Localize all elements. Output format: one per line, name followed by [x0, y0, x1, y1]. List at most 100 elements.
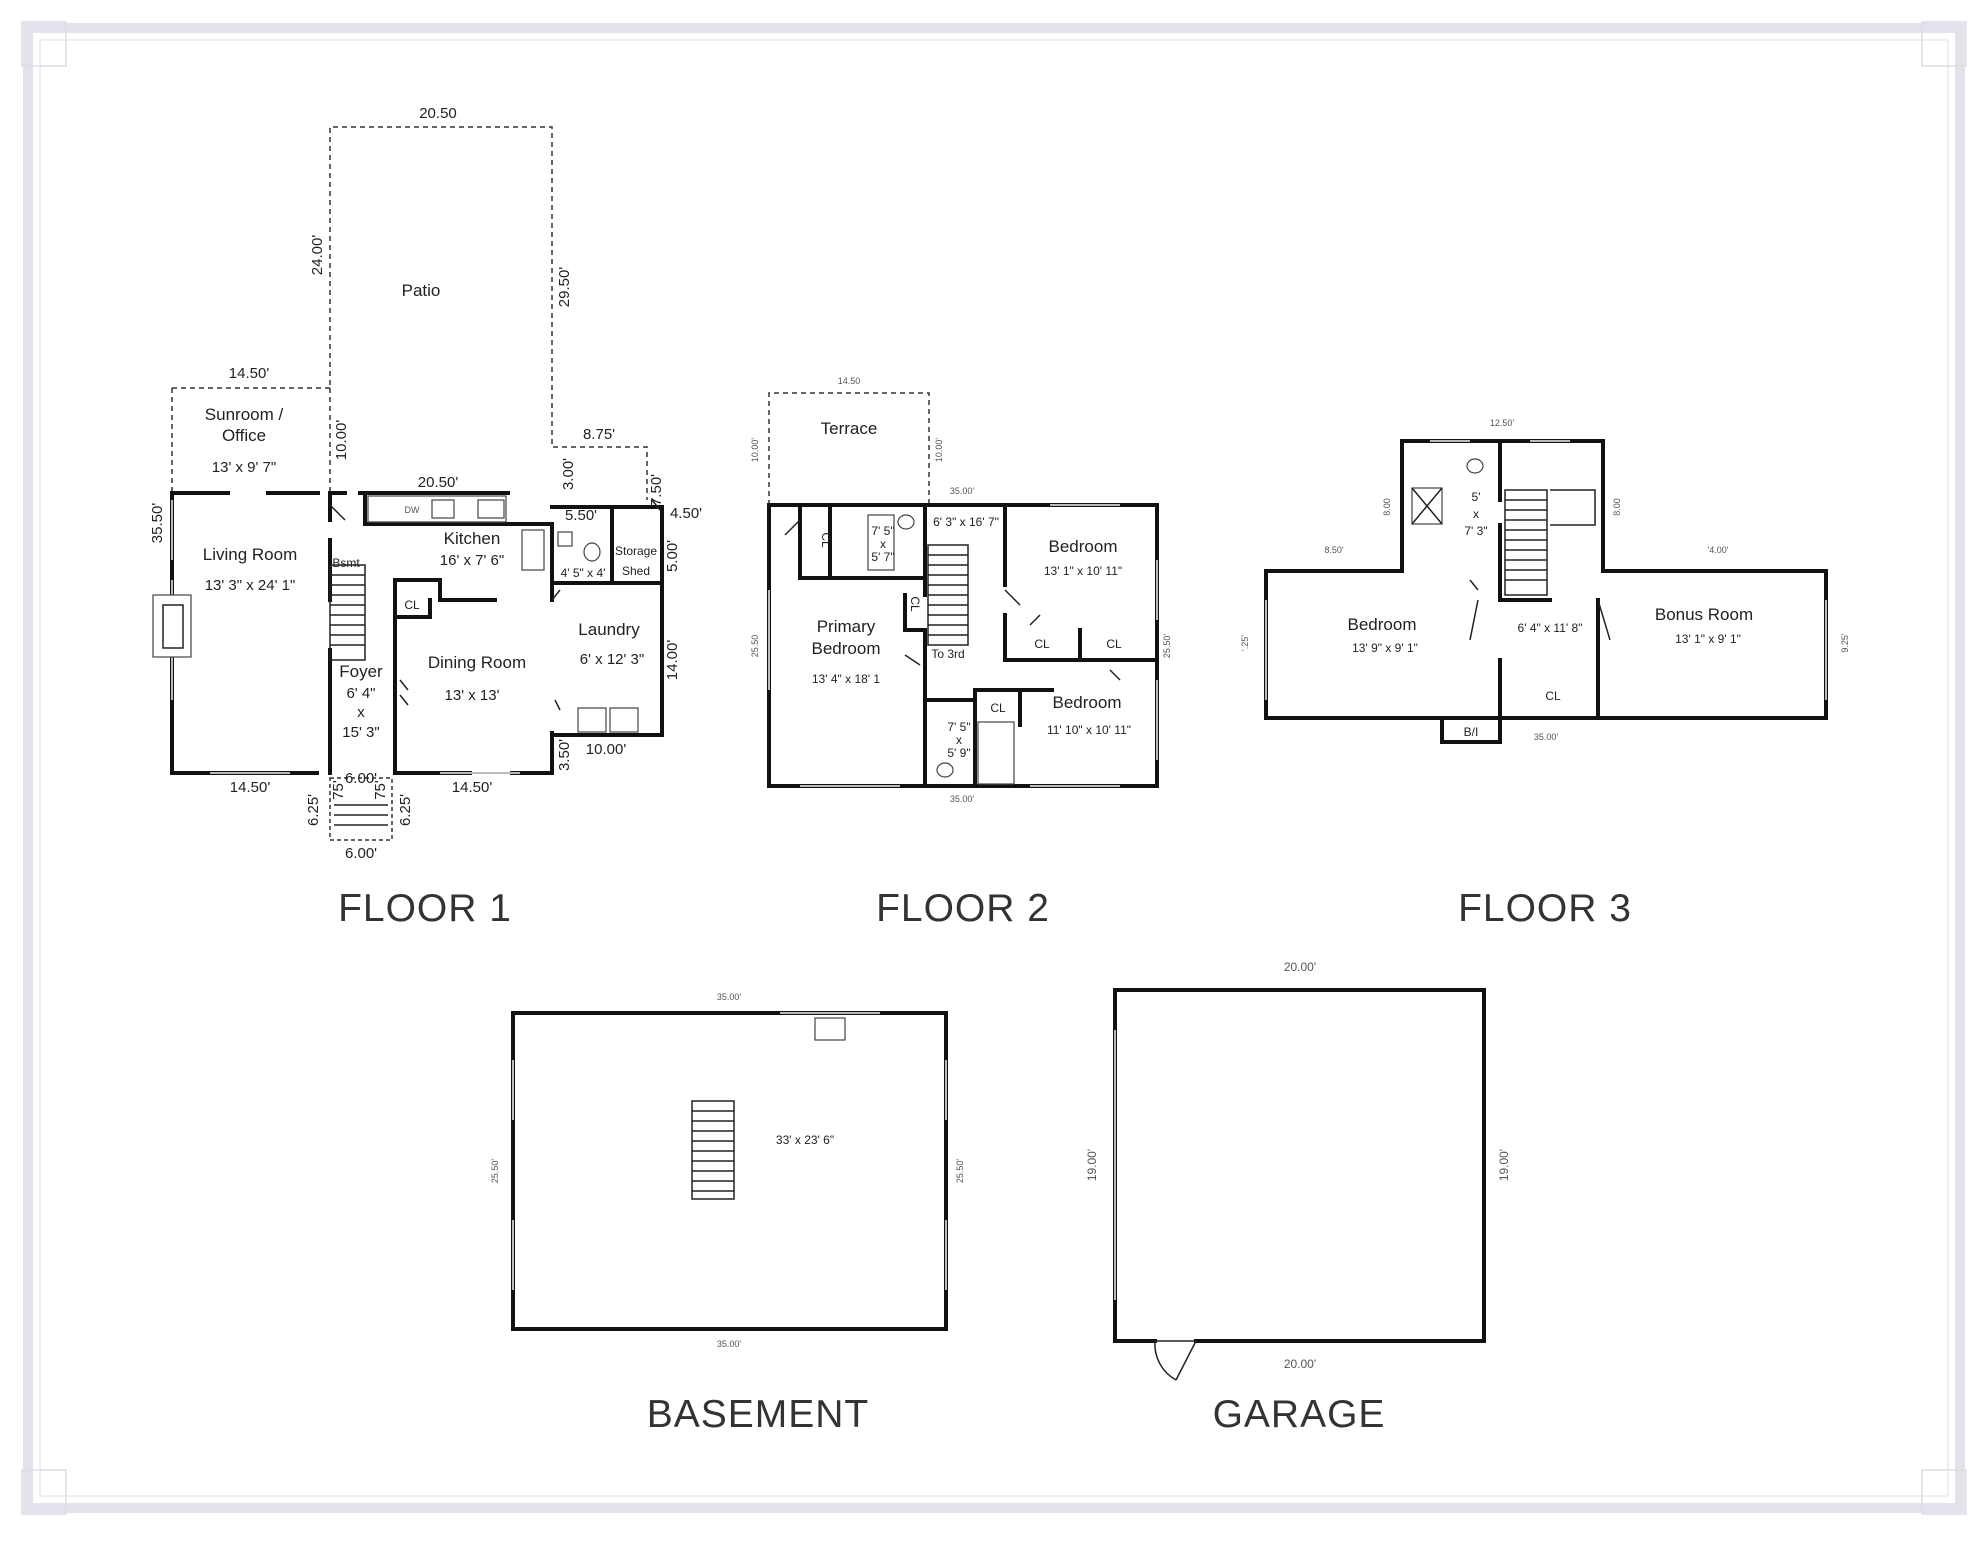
stoop-bottom-dim: 6.00' — [345, 845, 377, 862]
floor3-builtin-walls — [1440, 716, 1502, 744]
primary-bedroom-size: 13' 4" x 18' 1 — [812, 672, 881, 686]
floor2-closet-d-label: CL — [1106, 637, 1122, 651]
sunroom-label: Sunroom / — [205, 405, 284, 424]
floor3-right-wing-dim: '4.00' — [1708, 545, 1729, 555]
patio-left-dim: 24.00' — [309, 235, 326, 276]
floor3-bath-width: 5' — [1472, 490, 1481, 504]
laundry-offset-dim: 3.50' — [556, 739, 573, 771]
floor2-bath2-width: 7' 5" — [947, 720, 970, 734]
basement-title: BASEMENT — [647, 1393, 870, 1436]
basement-stairs — [691, 1100, 735, 1200]
garage-bottom-dim: 20.00' — [1284, 1357, 1316, 1371]
patio-width-dim: 20.50 — [419, 105, 457, 122]
floor2-closet-b-label: CL — [908, 596, 922, 612]
floor3-bedroom-label: Bedroom — [1348, 615, 1417, 634]
garage-left-dim: 19.00' — [1085, 1149, 1099, 1181]
floor2-bath1-walls — [798, 503, 927, 580]
to-third-floor-label: To 3rd — [931, 647, 964, 661]
floor-2-plan: Terrace CL 7' 5" x 5' 7" 6' 3" x 16' 7" … — [750, 376, 1172, 930]
garage-top-dim: 20.00' — [1284, 960, 1316, 974]
floor3-hall-size: 6' 4" x 11' 8" — [1518, 621, 1583, 635]
bath-sink — [557, 531, 573, 547]
floor2-hall-size: 6' 3" x 16' 7" — [933, 515, 999, 529]
closet-walls — [393, 578, 497, 619]
garage-plan: 20.00' 20.00' 19.00' 19.00' GARAGE — [1085, 960, 1511, 1436]
floor-3-title: FLOOR 3 — [1458, 887, 1632, 930]
floor-1-plan: Patio Sunroom / Office 13' x 9' 7" Livin… — [149, 105, 702, 930]
floor-3-plan: 5' x 7' 3" Bedroom 13' 9" x 9' 1" 6' 4" … — [1240, 418, 1850, 930]
floor2-right-dim: 25.50' — [1162, 634, 1172, 659]
shed-height-dim: 5.00' — [664, 540, 681, 572]
patio-right-dim: 29.50' — [556, 267, 573, 308]
floor3-interior-walls — [1498, 439, 1600, 720]
bath-walls — [550, 505, 614, 585]
living-room-walls — [170, 491, 319, 775]
floor2-bath1-width: 7' 5" — [871, 524, 894, 538]
floor2-bedroom-a-size: 13' 1" x 10' 11" — [1044, 564, 1122, 578]
office-label: Office — [222, 426, 266, 445]
kitchen-size: 16' x 7' 6" — [440, 552, 504, 569]
shed-label: Shed — [622, 564, 650, 578]
floor3-bath-x: x — [1473, 507, 1479, 521]
primary-label: Primary — [817, 617, 876, 636]
primary-bedroom-label: Bedroom — [812, 639, 881, 658]
floor2-bedroom-a-label: Bedroom — [1049, 537, 1118, 556]
floor2-doors — [784, 519, 1121, 681]
laundry-bottom-dim: 10.00' — [586, 741, 627, 758]
floor2-bath2-x: x — [956, 733, 962, 747]
floor2-bottom-dim: 35.00' — [950, 794, 975, 804]
floor2-closet-e-label: CL — [990, 701, 1006, 715]
shed-step-dim: 3.00' — [560, 458, 577, 490]
basement-bottom-dim: 35.00' — [717, 1339, 742, 1349]
garage-entry-door — [1154, 1340, 1197, 1381]
dining-room-size: 13' x 13' — [445, 687, 500, 704]
terrace-label: Terrace — [821, 419, 878, 438]
floor2-top-dim: 35.00' — [950, 486, 975, 496]
living-room-size: 13' 3" x 24' 1" — [205, 577, 296, 594]
floor3-exterior-walls — [1264, 439, 1828, 720]
garage-walls — [1113, 988, 1486, 1343]
sheet-frame — [21, 21, 1967, 1515]
kitchen-label: Kitchen — [444, 529, 501, 548]
basement-plan: 33' x 23' 6" 35.00' 35.00' 25.50' 25.50'… — [490, 992, 965, 1436]
stove — [477, 499, 505, 519]
closet-label: CL — [404, 598, 420, 612]
shed-right-dim: 7.50' — [648, 474, 665, 506]
stoop-left-inner-dim: 75' — [330, 780, 347, 800]
sunroom-depth-dim: 10.00' — [333, 420, 350, 461]
floor2-bath1-length: 5' 7" — [871, 550, 894, 564]
floor-2-title: FLOOR 2 — [876, 887, 1050, 930]
basement-size: 33' x 23' 6" — [776, 1133, 834, 1147]
stoop-left-dim: 6.25' — [305, 794, 322, 826]
foyer-width: 6' 4" — [346, 685, 375, 702]
floor2-closet-a-label: CL — [819, 532, 833, 548]
floor3-bedroom-size: 13' 9" x 9' 1" — [1352, 641, 1418, 655]
patio-label: Patio — [402, 281, 441, 300]
living-bottom-dim: 14.50' — [230, 779, 271, 796]
sink — [431, 499, 455, 519]
floor1-doors — [329, 499, 661, 711]
living-room-label: Living Room — [203, 545, 298, 564]
floor2-bath1-x: x — [880, 537, 886, 551]
floor2-bath2-length: 5' 9" — [947, 746, 970, 760]
bonus-room-label: Bonus Room — [1655, 605, 1753, 624]
patio-outline — [329, 126, 648, 500]
foyer-label: Foyer — [339, 662, 383, 681]
floor2-closet2-walls — [903, 593, 1082, 662]
floor3-doors — [1469, 579, 1611, 641]
floor3-right-dim: 9.25' — [1840, 633, 1850, 653]
bath-width-dim: 5.50' — [565, 507, 597, 524]
floor2-windows — [768, 504, 1158, 787]
floor2-toilet-a — [897, 514, 915, 530]
floor2-bedroom-b-label: Bedroom — [1053, 693, 1122, 712]
floor3-bottom-dim: 35.00' — [1534, 732, 1559, 742]
basement-stair-label: Bsmt — [332, 556, 360, 570]
floor2-toilet-b — [936, 762, 954, 778]
floor3-left-dim: '.25' — [1240, 635, 1250, 651]
dryer — [609, 707, 639, 733]
floor3-toilet — [1466, 458, 1484, 474]
toilet — [583, 542, 601, 562]
basement-windows — [512, 1012, 947, 1290]
fireplace-hearth — [162, 604, 184, 649]
